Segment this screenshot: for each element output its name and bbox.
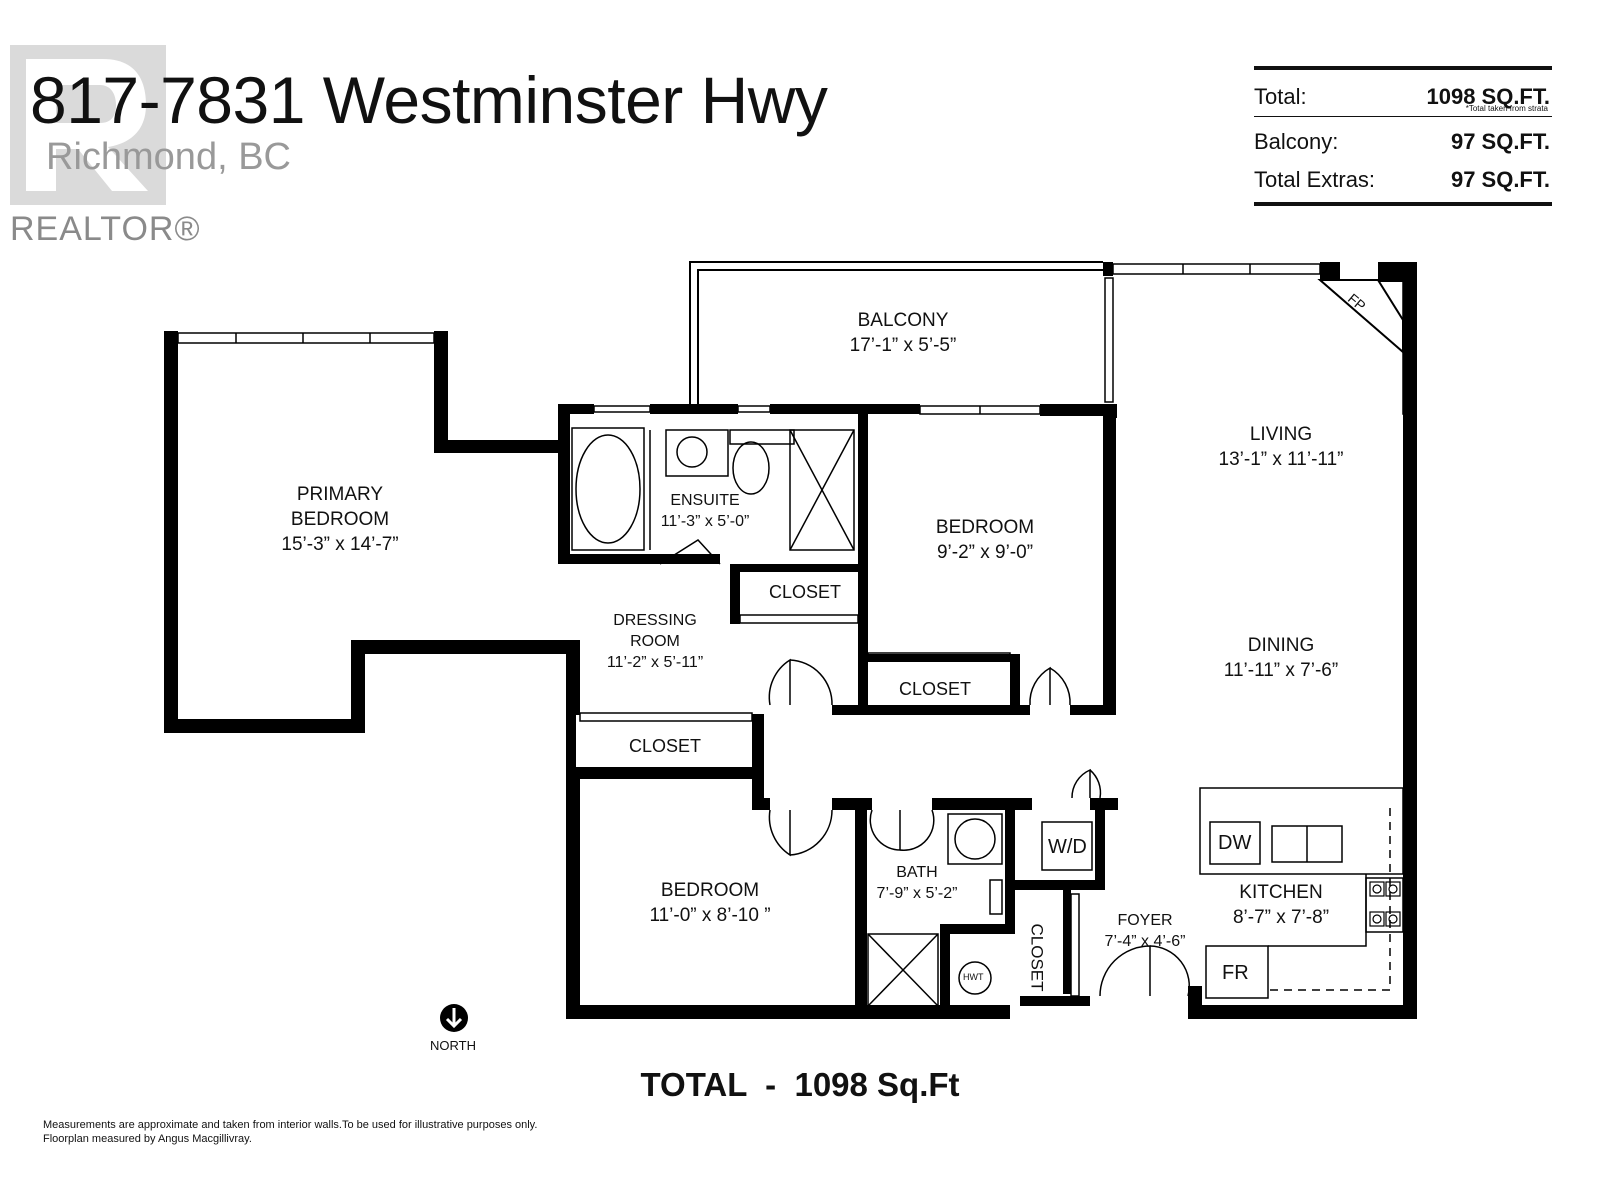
room-foyer-dims: 7’-4” x 4’-6” — [1104, 933, 1186, 950]
room-balcony: BALCONY 17’-1” x 5’-5” — [808, 308, 998, 358]
room-bedroom-2: BEDROOM 9’-2” x 9’-0” — [890, 515, 1080, 565]
dishwasher-label: DW — [1218, 832, 1252, 854]
room-dining: DINING 11’-11” x 7’-6” — [1186, 633, 1376, 683]
closet-foyer-label: CLOSET — [1027, 923, 1047, 992]
room-ensuite-dims: 11’-3” x 5’-0” — [660, 513, 750, 530]
ensuite-fixtures — [571, 427, 855, 565]
closet-bedroom-2-label: CLOSET — [898, 679, 972, 699]
summary-total-value: 1098 SQ.FT. — [1426, 84, 1550, 109]
room-bedroom-2-name: BEDROOM — [935, 517, 1035, 538]
room-primary-name-line1: PRIMARY — [296, 484, 384, 505]
disclaimer-line-2: Floorplan measured by Angus Macgillivray… — [43, 1133, 252, 1145]
closet-dressing-label: CLOSET — [768, 582, 842, 602]
summary-balcony-label: Balcony: — [1254, 129, 1339, 154]
room-bedroom-3: BEDROOM 11’-0” x 8’-10 ” — [615, 878, 805, 928]
summary-balcony-value: 97 SQ.FT. — [1450, 129, 1550, 154]
walls — [164, 262, 1417, 1019]
room-bath-dims: 7’-9” x 5’-2” — [876, 885, 958, 902]
room-bath-name: BATH — [896, 864, 938, 881]
summary-total-label: Total: — [1254, 84, 1307, 109]
realtor-watermark: REALTOR® — [10, 210, 201, 248]
closet-hall-label: CLOSET — [628, 736, 702, 756]
room-dining-dims: 11’-11” x 7’-6” — [1223, 660, 1339, 681]
room-primary-bedroom: PRIMARY BEDROOM 15’-3” x 14’-7” — [245, 482, 435, 557]
room-bedroom-3-dims: 11’-0” x 8’-10 ” — [649, 905, 771, 926]
room-kitchen-dims: 8’-7” x 7’-8” — [1232, 907, 1330, 928]
summary-mid-rule — [1254, 116, 1552, 117]
room-foyer-name: FOYER — [1117, 912, 1173, 929]
fridge-label: FR — [1222, 962, 1249, 984]
room-living-name: LIVING — [1249, 424, 1313, 445]
room-living: LIVING 13’-1” x 11’-11” — [1186, 422, 1376, 472]
room-dressing-name-line2: ROOM — [630, 633, 680, 650]
room-bedroom-3-name: BEDROOM — [660, 880, 760, 901]
windows — [165, 263, 1416, 416]
summary-bottom-rule — [1254, 202, 1552, 206]
room-balcony-dims: 17’-1” x 5’-5” — [849, 335, 957, 356]
washer-dryer-label: W/D — [1048, 836, 1087, 858]
room-kitchen-name: KITCHEN — [1239, 882, 1323, 903]
realtor-logo — [10, 45, 166, 205]
doors — [579, 614, 1191, 997]
fireplace — [1317, 279, 1404, 355]
room-living-dims: 13’-1” x 11’-11” — [1218, 449, 1344, 470]
room-dressing-name-line1: DRESSING — [613, 612, 697, 629]
listing-location: Richmond, BC — [46, 136, 291, 178]
kitchen-fixtures — [1199, 787, 1404, 999]
summary-top-rule — [1254, 66, 1552, 70]
total-area-footer: TOTAL - 1098 Sq.Ft — [640, 1066, 960, 1103]
room-kitchen: KITCHEN 8’-7” x 7’-8” — [1186, 880, 1376, 930]
summary-extras-value: 97 SQ.FT. — [1450, 167, 1550, 192]
north-arrow-icon — [440, 1004, 468, 1032]
room-bath: BATH 7’-9” x 5’-2” — [862, 862, 972, 904]
north-label: NORTH — [430, 1038, 476, 1053]
room-primary-dims: 15’-3” x 14’-7” — [281, 534, 399, 555]
summary-total-note: *Total taken from strata — [1465, 104, 1548, 113]
room-dressing-dims: 11’-2” x 5’-11” — [606, 654, 704, 671]
balcony-outline — [689, 261, 1103, 404]
room-ensuite-name: ENSUITE — [670, 492, 740, 509]
room-primary-name-line2: BEDROOM — [290, 509, 390, 530]
listing-title: 817-7831 Westminster Hwy — [30, 63, 828, 137]
hot-water-tank-label: HWT — [963, 972, 984, 982]
room-bedroom-2-dims: 9’-2” x 9’-0” — [936, 542, 1034, 563]
room-balcony-name: BALCONY — [857, 310, 949, 331]
stove-icon — [1369, 881, 1401, 927]
room-dressing: DRESSING ROOM 11’-2” x 5’-11” — [585, 610, 725, 673]
summary-extras-label: Total Extras: — [1254, 167, 1376, 192]
room-foyer: FOYER 7’-4” x 4’-6” — [1085, 910, 1205, 952]
disclaimer-line-1: Measurements are approximate and taken f… — [43, 1119, 538, 1131]
room-dining-name: DINING — [1247, 635, 1315, 656]
bath-fixtures — [867, 813, 1093, 1007]
disclaimer: Measurements are approximate and taken f… — [43, 1118, 537, 1146]
room-ensuite: ENSUITE 11’-3” x 5’-0” — [640, 490, 770, 532]
